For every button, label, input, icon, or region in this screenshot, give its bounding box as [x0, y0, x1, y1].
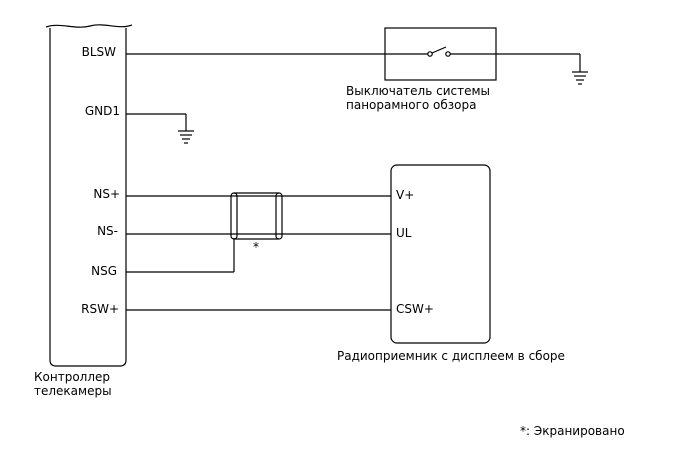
- receiver-title: Радиоприемник с дисплеем в сборе: [337, 349, 565, 363]
- pin-label-nsg: NSG: [91, 264, 117, 278]
- pin-label-csw-plus: CSW+: [396, 302, 434, 316]
- shield-marker: *: [253, 240, 259, 254]
- controller-block: [45, 24, 133, 367]
- switch-contact: [431, 46, 447, 54]
- controller-title-line2: телекамеры: [34, 384, 112, 398]
- pin-label-ns-minus: NS-: [97, 224, 118, 238]
- pin-label-rsw-plus: RSW+: [81, 302, 119, 316]
- pin-label-gnd1: GND1: [84, 104, 120, 118]
- pin-label-ul: UL: [396, 226, 412, 240]
- pin-label-ns-plus: NS+: [93, 187, 120, 201]
- ground-symbol-switch: [572, 71, 588, 85]
- shield-symbol: [230, 192, 283, 240]
- pin-label-blsw: BLSW: [81, 45, 116, 59]
- switch-label-line1: Выключатель системы: [346, 84, 490, 98]
- switch-label-line2: панорамного обзора: [346, 98, 477, 112]
- ground-symbol-gnd1: [178, 130, 194, 144]
- controller-title-line1: Контроллер: [34, 370, 110, 384]
- pin-label-v-plus: V+: [396, 188, 415, 202]
- receiver-block: [390, 164, 491, 344]
- footnote: *: Экранировано: [520, 424, 625, 438]
